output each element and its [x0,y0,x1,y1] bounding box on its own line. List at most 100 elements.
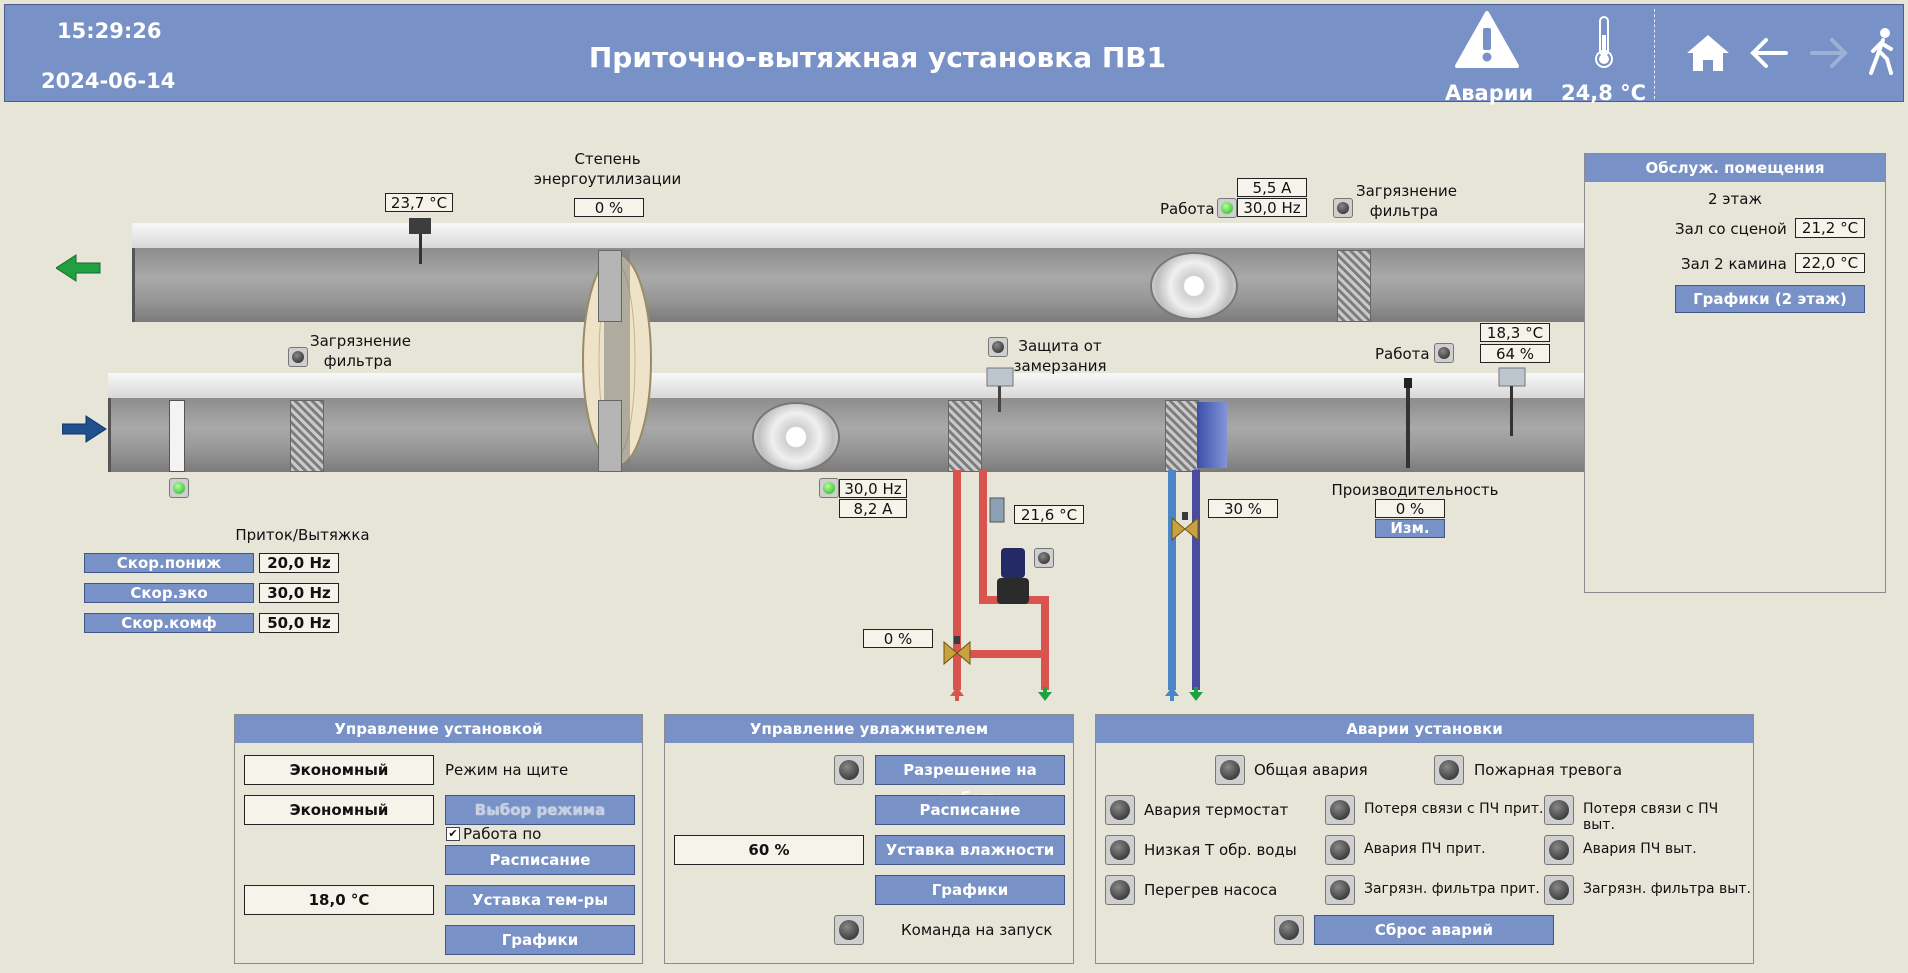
supply-fan-icon [752,402,840,472]
header-bar: 15:29:26 2024-06-14 Приточно-вытяжная ус… [4,4,1904,105]
pipe-segment [953,650,1049,658]
supply-duct-top [108,373,1618,399]
header-divider [1654,9,1655,99]
exit-person-icon[interactable] [1867,27,1897,77]
speed-comfort-button[interactable]: Скор.комф [84,613,254,633]
select-mode-button[interactable]: Выбор режима [445,795,635,825]
circulation-pump-icon [997,548,1029,604]
start-command-led [834,915,864,945]
intake-damper-led [169,478,189,498]
unit-alarms-panel: Аварии установки Общая авария Пожарная т… [1095,714,1754,964]
water-temp-sensor-icon [989,497,1005,523]
frost-label-2: замерзания [1013,357,1107,375]
humidifier-charts-button[interactable]: Графики [875,875,1065,905]
supply-work-led [1434,343,1454,363]
thermometer-icon [1595,16,1613,68]
unit-alarms-title: Аварии установки [1096,715,1753,743]
heat-valve-value: 0 % [863,629,933,648]
supply-filter-led [288,347,308,367]
bypass-damper-exhaust [598,250,622,322]
cooler-section [1197,402,1227,468]
alarm-supply-filter-label: Загрязн. фильтра прит. [1364,881,1540,897]
alarm-supply-vfd-comm-label: Потеря связи с ПЧ прит. [1364,801,1544,817]
alarm-led [1544,835,1574,865]
recovery-label-1: Степень [574,150,641,168]
pipe-segment [1041,596,1049,690]
general-alarm-label: Общая авария [1254,761,1368,779]
home-icon[interactable] [1686,33,1730,73]
exhaust-fan-current: 5,5 A [1237,178,1307,197]
exhaust-filter-label-2: фильтра [1369,202,1439,220]
capacity-label: Производительность [1331,481,1499,499]
cold-water-return-pipe [1192,470,1200,690]
humidity-setpoint-button[interactable]: Уставка влажности [875,835,1065,865]
alarm-led [1544,875,1574,905]
date: 2024-06-14 [41,69,176,93]
exhaust-duct [132,248,1620,322]
hot-water-supply-pipe [953,470,961,690]
alarm-supply-vfd-label: Авария ПЧ прит. [1364,841,1486,857]
alarm-led [1544,795,1574,825]
bypass-damper-supply [598,400,622,472]
pump-status-led [1034,548,1054,568]
floor-charts-button[interactable]: Графики (2 этаж) [1675,285,1865,313]
supply-temp-value: 18,3 °C [1480,323,1550,342]
supply-duct [108,398,1621,472]
frost-label-1: Защита от [1018,337,1102,355]
recovery-value: 0 % [574,198,644,217]
humidifier-schedule-button[interactable]: Расписание [875,795,1065,825]
alarm-led [1105,835,1135,865]
hot-water-return-pipe [979,470,987,600]
alarm-exhaust-vfd-label: Авария ПЧ выт. [1583,841,1697,857]
speed-eco-button[interactable]: Скор.эко [84,583,254,603]
panel-mode-label: Режим на щите [445,761,569,779]
supply-temp-humidity-sensor-icon [1498,367,1526,436]
room-label-fireplaces: Зал 2 камина [1681,255,1787,273]
water-heater-coil [948,400,982,472]
intake-damper [169,400,185,472]
alarms-label[interactable]: Аварии [1445,81,1534,105]
cool-valve-icon [1171,512,1199,542]
alarm-led [1325,835,1355,865]
rooms-panel-title: Обслуж. помещения [1585,154,1885,182]
cold-supply-arrow-icon [1165,687,1179,701]
temp-setpoint-button[interactable]: Уставка тем-ры [445,885,635,915]
capacity-value: 0 % [1375,499,1445,518]
forward-arrow-icon[interactable] [1810,37,1848,69]
supply-humidity-value: 64 % [1480,344,1550,363]
rooms-panel: Обслуж. помещения 2 этаж Зал со сценой 2… [1584,153,1886,593]
heat-valve-icon [943,636,971,666]
reset-alarms-button[interactable]: Сброс аварий [1314,915,1554,945]
alarm-led [1325,795,1355,825]
room-temp-fireplaces: 22,0 °C [1795,253,1865,273]
reset-alarm-led [1274,915,1304,945]
frost-protection-led [988,337,1008,357]
unit-charts-button[interactable]: Графики [445,925,635,955]
alarm-led [1325,875,1355,905]
supply-work-label: Работа [1375,345,1430,363]
hot-supply-arrow-icon [950,687,964,701]
alarm-warning-icon[interactable] [1455,11,1519,69]
page-title: Приточно-вытяжная установка ПВ1 [588,41,1167,74]
cold-water-supply-pipe [1168,470,1176,690]
speed-low-button[interactable]: Скор.пониж [84,553,254,573]
water-temp-value: 21,6 °C [1014,505,1084,524]
speed-low-value[interactable]: 20,0 Hz [259,553,339,573]
room-temp-stage: 21,2 °C [1795,218,1865,238]
unit-schedule-button[interactable]: Расписание [445,845,635,875]
water-cooler-coil [1165,400,1199,472]
speed-comfort-value[interactable]: 50,0 Hz [259,613,339,633]
clock: 15:29:26 [57,19,162,43]
speed-eco-value[interactable]: 30,0 Hz [259,583,339,603]
outdoor-temperature: 24,8 °C [1561,81,1647,105]
humidifier-permission-button[interactable]: Разрешение на работу [875,755,1065,807]
capacity-change-button[interactable]: Изм. [1375,519,1445,538]
alarm-thermostat-label: Авария термостат [1144,801,1289,819]
supply-filter [290,400,324,472]
back-arrow-icon[interactable] [1750,37,1788,69]
schedule-checkbox[interactable]: ✔ [446,827,460,841]
cold-return-arrow-icon [1189,687,1203,701]
hot-return-arrow-icon [1038,687,1052,701]
alarm-exhaust-filter-label: Загрязн. фильтра выт. [1583,881,1751,897]
humidifier-title: Управление увлажнителем [665,715,1073,743]
